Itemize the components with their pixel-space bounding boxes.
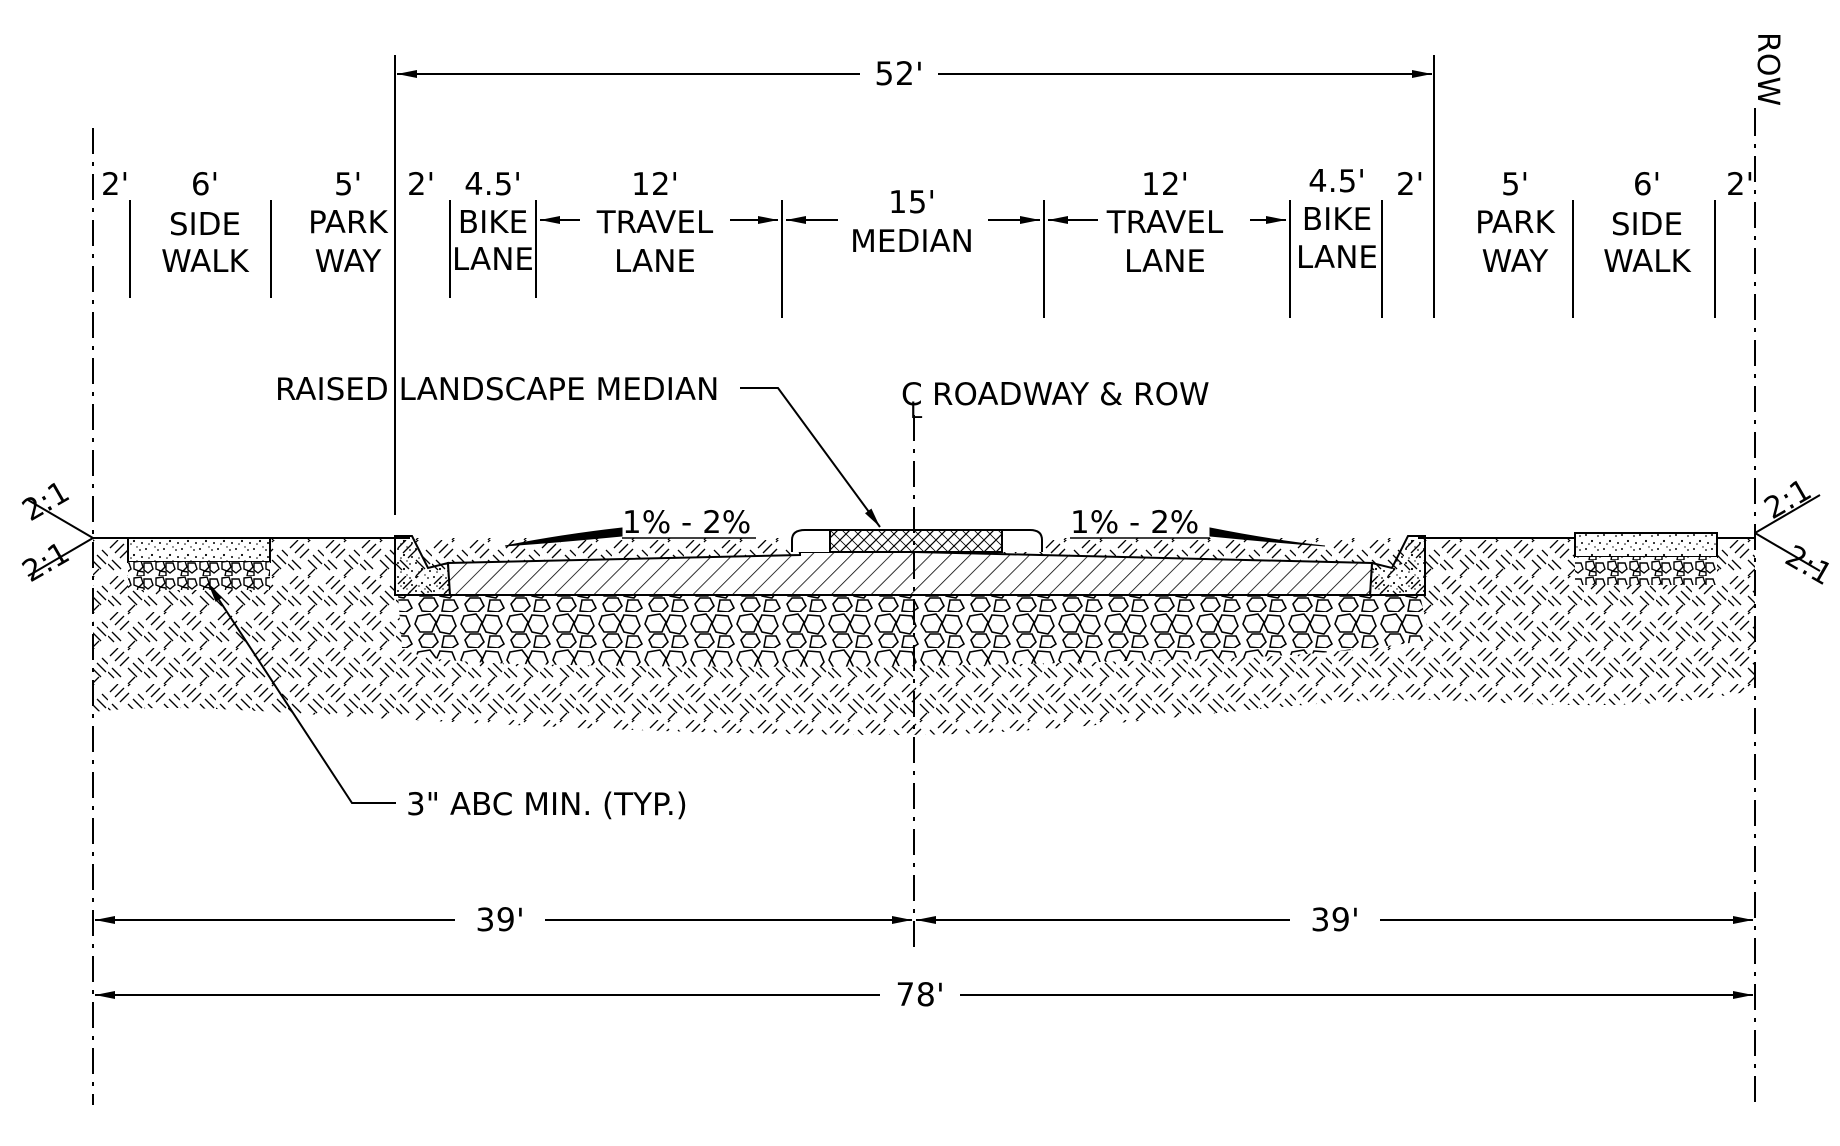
segment-3-width: 2' <box>407 167 435 203</box>
segment-10-line2: WAY <box>1482 244 1549 280</box>
segment-1-width: 6' <box>191 167 219 203</box>
segment-labels: 2' 6' SIDE WALK 5' PARK WAY 2' 4.5' BIKE… <box>101 164 1754 280</box>
total-width-label: 78' <box>895 976 945 1014</box>
left-side-slope <box>27 499 94 577</box>
segment-4-line2: LANE <box>452 242 534 278</box>
segment-8-width: 4.5' <box>1308 164 1366 200</box>
segment-2-line2: WAY <box>315 244 382 280</box>
right-slope-arrow: 1% - 2% <box>1070 505 1326 547</box>
segment-11-line1: SIDE <box>1611 207 1683 243</box>
segment-4-width: 4.5' <box>464 167 522 203</box>
abc-callout-leader <box>207 582 396 804</box>
left-slope-label: 1% - 2% <box>622 505 751 541</box>
segment-2-line1: PARK <box>308 205 388 241</box>
right-slope-label: 1% - 2% <box>1070 505 1199 541</box>
row-label: ROW <box>1750 32 1785 106</box>
segment-8-line2: LANE <box>1296 240 1378 276</box>
left-slope-arrow: 1% - 2% <box>504 505 756 547</box>
bottom-dimension-right-half: 39' <box>916 901 1753 939</box>
left-half-label: 39' <box>475 901 525 939</box>
top-dimension-label: 52' <box>874 55 924 93</box>
centerline-label: ROADWAY & ROW <box>932 377 1210 413</box>
segment-7-width: 12' <box>1141 167 1189 203</box>
segment-1-line1: SIDE <box>169 207 241 243</box>
segment-1-line2: WALK <box>161 244 249 280</box>
segment-10-width: 5' <box>1501 167 1529 203</box>
median-callout-leader <box>740 387 881 528</box>
right-side-slope <box>1754 494 1821 572</box>
right-upper-slope-label: 2:1 <box>1759 472 1818 526</box>
segment-5-line2: LANE <box>614 244 696 280</box>
right-lower-slope-label: 2:1 <box>1779 539 1838 593</box>
left-upper-slope-label: 2:1 <box>17 474 76 528</box>
segment-12-width: 2' <box>1726 167 1754 203</box>
segment-4-line1: BIKE <box>458 205 528 241</box>
bottom-dimension-left-half: 39' <box>95 901 912 939</box>
top-dimension-52ft: 52' <box>397 55 1432 93</box>
segment-11-width: 6' <box>1633 167 1661 203</box>
median-callout-label: RAISED LANDSCAPE MEDIAN <box>275 372 719 408</box>
abc-callout-label: 3" ABC MIN. (TYP.) <box>406 787 688 823</box>
raised-median-fill <box>829 529 1003 553</box>
segment-8-line1: BIKE <box>1302 202 1372 238</box>
segment-7-line1: TRAVEL <box>1106 205 1224 241</box>
segment-9-width: 2' <box>1396 167 1424 203</box>
segment-6-line1: MEDIAN <box>850 224 974 260</box>
segment-2-width: 5' <box>334 167 362 203</box>
segment-10-line1: PARK <box>1475 205 1555 241</box>
segment-11-line2: WALK <box>1603 244 1691 280</box>
bottom-dimension-total: 78' <box>95 976 1753 1014</box>
centerline-symbol-c: C <box>901 377 923 413</box>
left-lower-slope-label: 2:1 <box>17 535 76 589</box>
segment-5-width: 12' <box>631 167 679 203</box>
segment-5-line1: TRAVEL <box>596 205 714 241</box>
centerline-symbol-l: L <box>910 399 923 424</box>
segment-7-line2: LANE <box>1124 244 1206 280</box>
segment-0-width: 2' <box>101 167 129 203</box>
right-half-label: 39' <box>1310 901 1360 939</box>
segment-6-width: 15' <box>888 185 936 221</box>
segment-dividers <box>129 55 1716 515</box>
